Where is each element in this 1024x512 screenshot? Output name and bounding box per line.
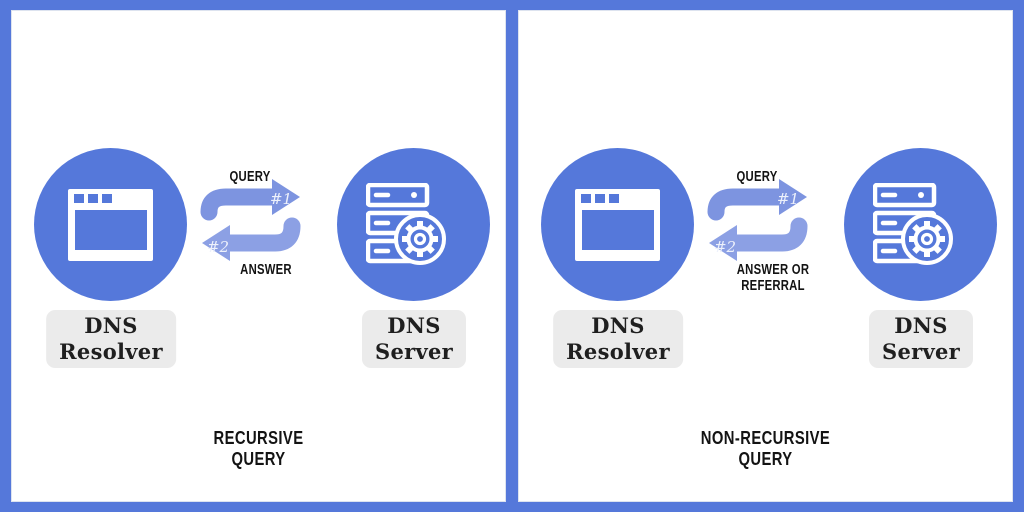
dns-resolver-label: DNS Resolver <box>553 310 683 368</box>
answer-step-number: #2 <box>206 238 230 256</box>
query-arrow-shaft <box>707 188 788 221</box>
query-step-number: #1 <box>269 190 293 208</box>
panel-caption: NON-RECURSIVE QUERY <box>700 427 831 469</box>
panel-recursive-query: QUERY #1 #2 ANSWER DNS Resolver DNS Serv… <box>11 10 506 502</box>
browser-window-icon <box>575 188 660 261</box>
panel-non-recursive-query: QUERY #1 #2 ANSWER OR REFERRAL DNS Resol… <box>518 10 1013 502</box>
server-stack-gear-icon <box>365 182 446 265</box>
query-arrow-shaft <box>200 188 281 221</box>
dns-resolver-circle <box>34 148 187 301</box>
query-label: QUERY <box>229 169 271 185</box>
answer-arrow-shaft <box>728 217 808 252</box>
answer-arrow-head <box>709 225 737 261</box>
query-step-number: #1 <box>776 190 800 208</box>
circular-query-answer-arrows <box>707 179 808 261</box>
answer-arrow-shaft <box>221 217 301 252</box>
dns-resolver-circle <box>541 148 694 301</box>
dns-server-circle <box>844 148 997 301</box>
panel-caption: RECURSIVE QUERY <box>213 427 304 469</box>
gear-icon <box>900 212 953 265</box>
answer-label: ANSWER <box>240 262 292 278</box>
query-label: QUERY <box>736 169 778 185</box>
server-stack-gear-icon <box>872 182 953 265</box>
answer-arrow-head <box>202 225 230 261</box>
dns-server-circle <box>337 148 490 301</box>
dns-server-label: DNS Server <box>361 310 467 368</box>
browser-window-icon <box>68 188 153 261</box>
query-arrow-head <box>779 179 807 215</box>
dns-resolver-label: DNS Resolver <box>46 310 176 368</box>
answer-or-referral-label: ANSWER OR REFERRAL <box>736 262 810 294</box>
gear-icon <box>393 212 446 265</box>
query-arrow-head <box>272 179 300 215</box>
circular-query-answer-arrows <box>200 179 301 261</box>
dns-server-label: DNS Server <box>868 310 974 368</box>
answer-step-number: #2 <box>713 238 737 256</box>
